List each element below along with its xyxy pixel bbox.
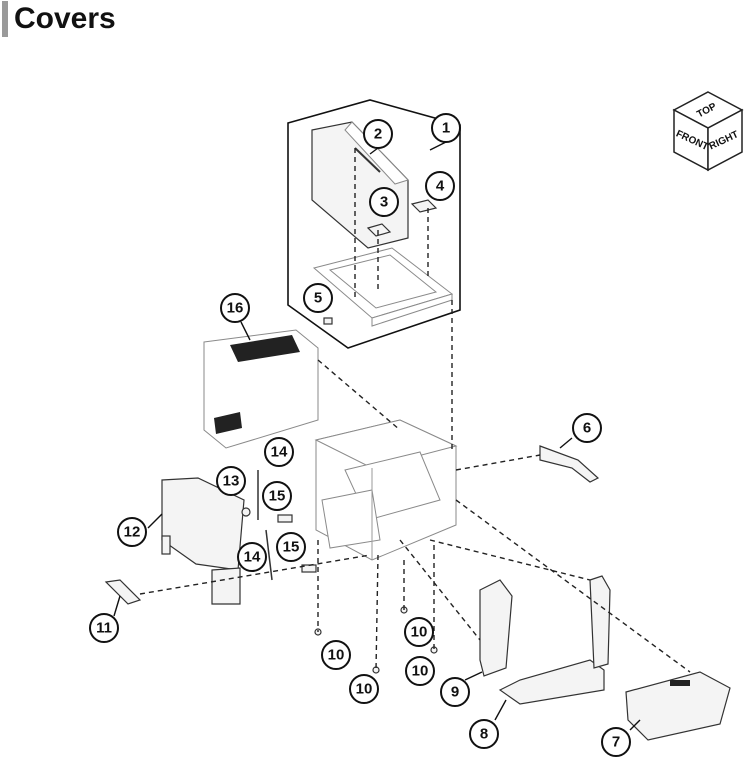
callout-12: 12	[117, 517, 147, 547]
svg-text:8: 8	[480, 726, 488, 743]
dash-line-16	[317, 359, 401, 431]
svg-text:14: 14	[244, 549, 261, 566]
part-right-bracket	[539, 445, 600, 483]
svg-text:7: 7	[612, 734, 620, 751]
callout-10-b: 10	[349, 674, 379, 704]
callout-4: 4	[425, 171, 455, 201]
svg-text:5: 5	[314, 290, 322, 307]
callout-1: 1	[431, 113, 461, 143]
callout-7: 7	[601, 727, 631, 757]
callout-8: 8	[469, 719, 499, 749]
svg-text:15: 15	[283, 539, 300, 556]
part-front-tray-cover	[625, 671, 731, 741]
title-accent-bar	[2, 1, 8, 37]
svg-text:9: 9	[451, 684, 459, 701]
dash-line-8	[429, 539, 591, 581]
svg-text:6: 6	[583, 420, 591, 437]
leader-7	[629, 719, 641, 731]
leader-12	[147, 513, 163, 529]
part-rear-cover-upper-grille	[230, 335, 300, 362]
svg-text:12: 12	[124, 524, 141, 541]
part-front-right-column	[589, 575, 611, 669]
callout-16: 16	[220, 293, 250, 323]
callout-3: 3	[369, 187, 399, 217]
callout-10-c: 10	[404, 617, 434, 647]
callout-9: 9	[440, 677, 470, 707]
part-screw-13	[241, 507, 251, 517]
callout-10-d: 10	[405, 656, 435, 686]
printer-frame-left-bay	[321, 489, 381, 549]
leader-1	[429, 141, 447, 151]
part-front-bottom-cover	[498, 659, 605, 705]
callout-2: 2	[363, 119, 393, 149]
callout-14-a: 14	[264, 437, 294, 467]
svg-text:14: 14	[271, 444, 288, 461]
svg-text:15: 15	[269, 488, 286, 505]
orientation-cube: TOP FRONT RIGHT	[672, 91, 744, 172]
svg-text:11: 11	[96, 620, 112, 637]
callout-6: 6	[572, 413, 602, 443]
svg-text:13: 13	[223, 473, 240, 490]
part-top-cover-panel-edge	[344, 121, 409, 185]
dash-line-10-b	[375, 554, 379, 671]
callout-5: 5	[303, 283, 333, 313]
printer-frame	[314, 419, 458, 561]
leader-11	[113, 595, 121, 617]
dash-line-9	[399, 539, 481, 641]
leader-9	[464, 671, 483, 681]
page-title: Covers	[14, 2, 116, 35]
top-cover-assembly-boundary	[287, 99, 461, 349]
svg-text:10: 10	[411, 624, 428, 641]
callout-15-a: 15	[262, 481, 292, 511]
part-top-cover-slot	[354, 147, 381, 173]
part-top-frame-inner	[328, 254, 438, 309]
callout-10-a: 10	[321, 640, 351, 670]
part-rod-14-lower	[265, 529, 273, 581]
svg-text:1: 1	[442, 120, 450, 137]
part-left-cover-latch	[161, 535, 171, 555]
part-front-left-column	[479, 579, 513, 677]
callout-13: 13	[216, 466, 246, 496]
leader-2	[369, 147, 379, 155]
part-bracket	[366, 223, 392, 237]
svg-text:10: 10	[412, 663, 429, 680]
callout-15-b: 15	[276, 532, 306, 562]
dash-line-6	[455, 454, 541, 471]
svg-text:16: 16	[227, 300, 244, 317]
page-header: Covers	[0, 0, 116, 38]
part-rear-cover-lower-grille	[214, 412, 242, 434]
cube-right-face	[707, 108, 743, 172]
part-spring-15-upper	[277, 514, 293, 523]
svg-text:3: 3	[380, 194, 388, 211]
svg-text:10: 10	[328, 647, 345, 664]
svg-text:4: 4	[436, 178, 445, 195]
printer-frame-top	[314, 419, 458, 469]
leader-8	[494, 699, 507, 721]
svg-text:2: 2	[374, 126, 382, 143]
leader-16	[240, 321, 251, 341]
part-left-cover-lower	[211, 567, 241, 605]
dash-line-11	[139, 554, 371, 595]
leader-6	[559, 437, 573, 449]
callout-14-b: 14	[237, 542, 267, 572]
part-small-plate	[410, 199, 438, 213]
part-foot-cover	[104, 579, 142, 605]
part-front-tray-handle	[670, 680, 690, 686]
dash-line-7	[455, 499, 691, 673]
svg-text:10: 10	[356, 681, 373, 698]
part-clip	[323, 317, 333, 325]
callout-11: 11	[89, 613, 119, 643]
